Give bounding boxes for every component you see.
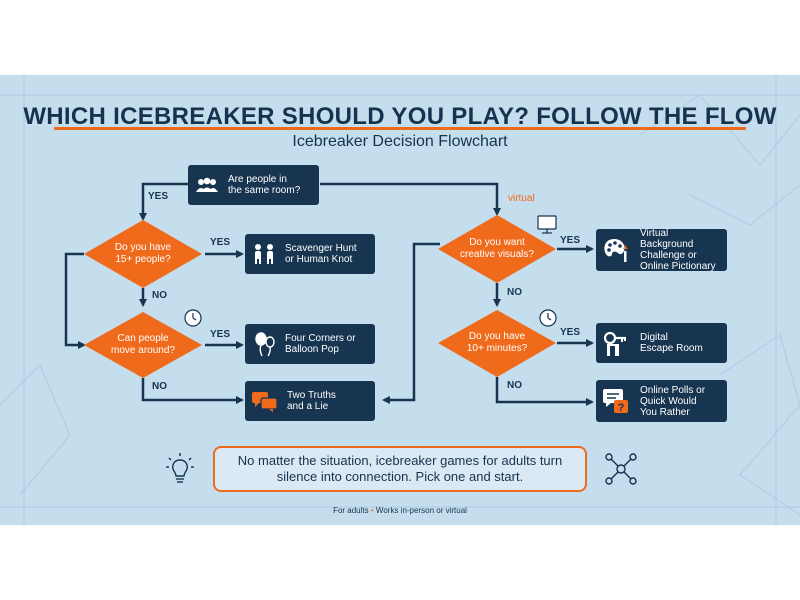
node-text-line: the same room? <box>228 185 301 196</box>
node-text-line: or Human Knot <box>285 254 353 265</box>
two-people-icon <box>251 243 277 265</box>
node-text-line: Digital <box>640 332 668 343</box>
people-group-icon <box>194 177 220 193</box>
label-virtual: virtual <box>508 193 535 204</box>
decision-text-line: creative visuals? <box>460 249 534 260</box>
node-text-line: and a Lie <box>287 401 329 412</box>
decision-text-line: 10+ minutes? <box>466 343 528 354</box>
key-door-icon <box>602 330 632 356</box>
node-text-line: Are people in <box>228 174 287 185</box>
monitor-icon <box>537 215 557 230</box>
node-text-line: Online Pictionary <box>640 261 716 272</box>
node-text-line: Quick Would <box>640 395 697 407</box>
label-yes: YES <box>210 329 231 340</box>
decision-text-line: Do you have <box>468 331 526 342</box>
label-yes: YES <box>148 191 169 202</box>
node-text-line: Challenge or <box>640 250 697 261</box>
node-text-line: Balloon Pop <box>285 344 339 355</box>
background-decoration <box>0 75 800 525</box>
decision-text-line: Do you have <box>114 242 172 253</box>
chat-bubbles-icon <box>251 390 279 412</box>
label-no: NO <box>152 290 167 301</box>
decision-text-line: move around? <box>111 345 175 356</box>
node-text-line: You Rather <box>640 406 690 418</box>
label-yes: YES <box>560 235 581 246</box>
decision-creative-visuals-text: Do you want creative visuals? <box>448 237 546 261</box>
footer-audience: For adults <box>333 506 369 515</box>
decision-ten-minutes-diamond <box>438 310 556 377</box>
node-text-line: Online Polls or <box>640 384 706 396</box>
node-text-line: Scavenger Hunt <box>285 243 357 254</box>
decision-creative-visuals-diamond <box>438 215 556 283</box>
decision-move-around-diamond <box>84 312 202 378</box>
network-icon <box>605 453 637 485</box>
decision-ten-minutes-text: Do you have 10+ minutes? <box>448 331 546 355</box>
connector-to-two-truths-from-right <box>382 242 440 404</box>
decision-text-line: Do you want <box>469 237 525 248</box>
lightbulb-icon <box>166 453 194 483</box>
palette-icon <box>602 237 632 263</box>
connector-q2-no <box>141 378 244 404</box>
poll-question-icon: ? <box>602 387 632 415</box>
node-text-line: Four Corners or <box>285 333 356 344</box>
decision-text-line: 15+ people? <box>115 254 171 265</box>
node-text-line: Two Truths <box>287 390 336 401</box>
connector-start-to-q3 <box>320 182 501 216</box>
balloon-icon <box>251 331 277 357</box>
svg-text:?: ? <box>618 402 625 414</box>
label-yes: YES <box>210 237 231 248</box>
decision-text-line: Can people <box>117 333 169 344</box>
page-subtitle: Icebreaker Decision Flowchart <box>292 133 508 150</box>
footer-note: For adults • Works in-person or virtual <box>0 506 800 515</box>
banner-text-line: No matter the situation, icebreaker game… <box>237 453 563 468</box>
decision-move-around-text: Can people move around? <box>94 333 192 357</box>
connector-q4-no <box>495 377 594 406</box>
label-no: NO <box>507 380 522 391</box>
title-underline <box>54 127 746 130</box>
label-no: NO <box>507 287 522 298</box>
label-yes: YES <box>560 327 581 338</box>
footer-format: Works in-person or virtual <box>375 506 467 515</box>
footer-separator-dot: • <box>370 506 374 515</box>
node-text-line: Escape Room <box>640 343 703 354</box>
node-text-line: Virtual Background <box>640 228 694 250</box>
connector-q1-loop <box>64 252 86 349</box>
page-title: WHICH ICEBREAKER SHOULD YOU PLAY? FOLLOW… <box>23 103 777 130</box>
closing-message-banner: No matter the situation, icebreaker game… <box>213 446 587 492</box>
connector-start-to-q1 <box>139 182 188 221</box>
decision-people-15-diamond <box>84 220 202 288</box>
decision-people-15-text: Do you have 15+ people? <box>94 242 192 266</box>
label-no: NO <box>152 381 167 392</box>
banner-text-line: silence into connection. Pick one and st… <box>276 469 524 484</box>
